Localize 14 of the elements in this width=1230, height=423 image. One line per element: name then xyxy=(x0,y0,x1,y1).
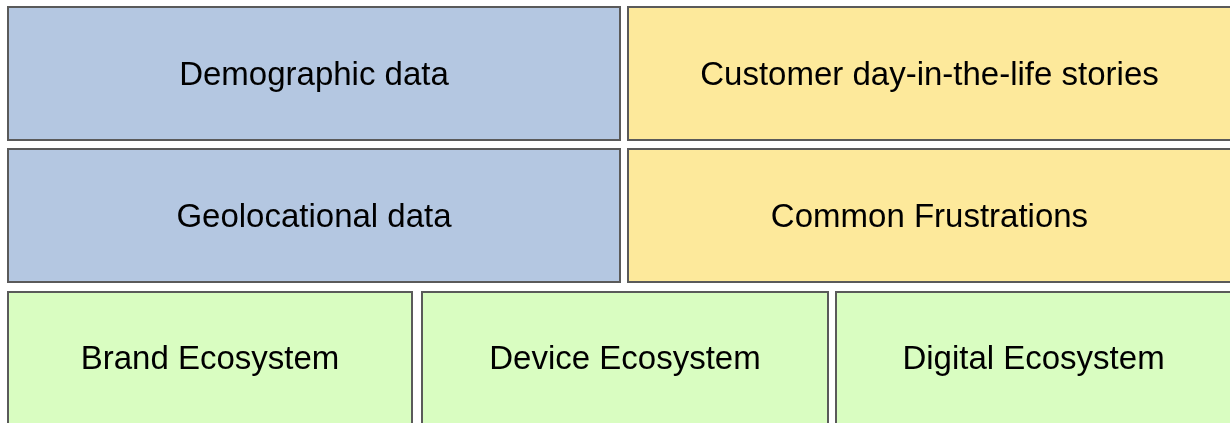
box-label: Common Frustrations xyxy=(770,195,1089,236)
category-box xyxy=(7,291,413,423)
box-label: Device Ecosystem xyxy=(489,338,761,378)
box-label: Geolocational data xyxy=(176,195,452,236)
box-label: Customer day-in-the-life stories xyxy=(700,53,1159,94)
category-box xyxy=(627,6,1230,141)
category-box xyxy=(421,291,829,423)
category-box xyxy=(627,148,1230,283)
category-box xyxy=(7,148,621,283)
category-box xyxy=(835,291,1230,423)
box-label: Brand Ecosystem xyxy=(80,338,340,378)
box-label: Digital Ecosystem xyxy=(902,338,1165,378)
box-label: Demographic data xyxy=(179,53,449,94)
category-box xyxy=(7,6,621,141)
